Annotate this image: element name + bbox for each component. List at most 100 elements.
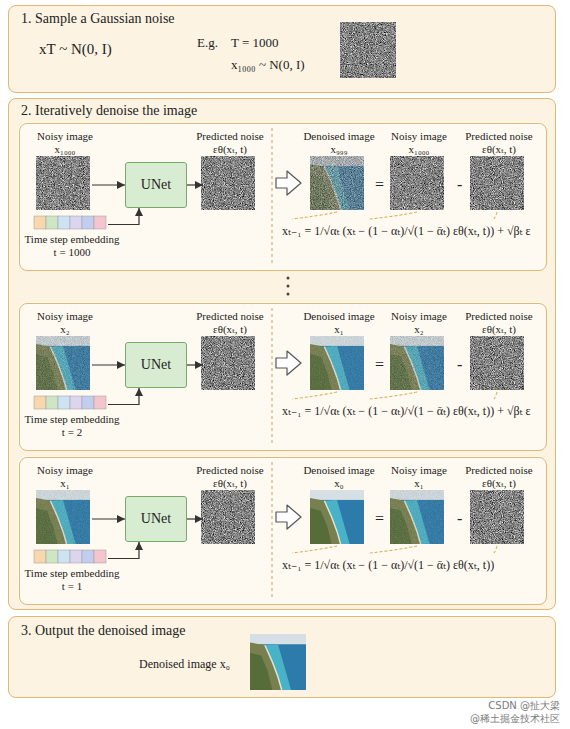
image-symbol: x₁₀₀₀ — [55, 143, 76, 156]
image-heading: Noisy image — [391, 130, 447, 143]
panel-title: 1. Sample a Gaussian noise — [21, 11, 175, 28]
operator-sign: - — [457, 175, 462, 194]
flow-arrow — [108, 388, 139, 405]
operator-sign: = — [375, 175, 384, 194]
step-images — [36, 336, 524, 390]
flow-arrow — [187, 364, 203, 365]
flow-arrow — [187, 518, 203, 519]
flow-arrow — [108, 208, 139, 225]
image-symbol: x₁ — [334, 323, 343, 336]
image-symbol: εθ(xₜ, t) — [213, 477, 247, 490]
formula-text: xT ~ N(0, I) — [39, 40, 112, 58]
image-symbol: x₁ — [60, 477, 69, 490]
predicted-noise-image: Predicted noiseεθ(xₜ, t) — [203, 492, 257, 546]
panel-fill — [8, 5, 556, 93]
image-heading: Noisy image — [37, 130, 93, 143]
noisy-image: Noisy imagex₂ — [38, 338, 92, 392]
image-heading: Noisy image — [37, 310, 93, 323]
time-step-value: t = 1000 — [54, 246, 91, 259]
image-symbol: x₂ — [414, 323, 423, 336]
embedding-label: Time step embedding — [25, 413, 120, 426]
watermark: CSDN @扯大梁 — [488, 700, 560, 712]
image-symbol: x₂ — [60, 323, 69, 336]
panel-title: 2. Iteratively denoise the image — [21, 103, 197, 120]
sub-panel-art — [18, 456, 546, 604]
panel-title: 3. Output the denoised image — [21, 623, 185, 640]
image-heading: Denoised image — [303, 310, 374, 323]
step-images — [36, 156, 524, 210]
image-caption: Denoised image x₀ — [139, 657, 230, 671]
image-heading: Predicted noise — [196, 310, 264, 323]
time-step-value: t = 2 — [62, 426, 82, 439]
step-panel: 3. Output the denoised imageDenoised ima… — [8, 616, 556, 698]
denoise-step-panel: =-xₜ₋₁ = 1/√αₜ (xₜ − (1 − αₜ)/√(1 − ᾱₜ) … — [19, 303, 547, 451]
operator-sign: - — [457, 509, 462, 528]
image-symbol: εθ(xₜ, t) — [482, 477, 516, 490]
step-panel: 2. Iteratively denoise the image = - xₜ₋₁ =… — [8, 98, 556, 610]
noisy-image: Noisy imagex₂ — [392, 338, 446, 392]
unet-box: UNet — [125, 342, 187, 388]
example-text: T = 1000 — [231, 35, 279, 51]
image-heading: Noisy image — [391, 310, 447, 323]
noisy-image: Noisy imagex₁₀₀₀ — [38, 158, 92, 212]
formula-text: x₁₀₀₀ ~ N(0, I) — [231, 57, 305, 73]
predicted-noise-image: Predicted noiseεθ(xₜ, t) — [472, 492, 526, 546]
sub-panel-art — [18, 122, 546, 270]
unet-label: UNet — [141, 511, 171, 528]
image-heading: Denoised image — [303, 130, 374, 143]
noisy-image: Noisy imagex₁ — [392, 492, 446, 546]
denoise-step-panel: = - xₜ₋₁ = 1/√αₜ (xₜ − (1 − αₜ)/√(1 − ᾱₜ) … — [19, 123, 547, 271]
denoised-image: Denoised imagex₀ — [312, 492, 366, 546]
flow-arrow — [92, 518, 125, 519]
unet-box: UNet — [125, 162, 187, 208]
noisy-image: Noisy imagex₁ — [38, 492, 92, 546]
flow-arrow — [92, 184, 125, 185]
update-formula: xₜ₋₁ = 1/√αₜ (xₜ − (1 − αₜ)/√(1 − ᾱₜ) εθ… — [282, 558, 540, 573]
image-symbol: x₀ — [334, 477, 343, 490]
watermark: @稀土掘金技术社区 — [470, 713, 560, 725]
image-symbol: εθ(xₜ, t) — [213, 143, 247, 156]
noisy-image: Noisy imagex₁₀₀₀ — [392, 158, 446, 212]
noise-image — [340, 22, 396, 78]
image-heading: Noisy image — [391, 464, 447, 477]
image-heading: Noisy image — [37, 464, 93, 477]
example-text: E.g. — [197, 35, 218, 51]
unet-label: UNet — [141, 357, 171, 374]
unet-label: UNet — [141, 177, 171, 194]
image-heading: Predicted noise — [465, 310, 533, 323]
operator-sign: = — [375, 355, 384, 374]
denoise-step-panel: = - xₜ₋₁ = 1/√αₜ (xₜ − (1 − αₜ)/√(1 − ᾱₜ) … — [19, 457, 547, 605]
image-symbol: εθ(xₜ, t) — [482, 143, 516, 156]
image-heading: Predicted noise — [465, 464, 533, 477]
time-embedding: Time step embeddingt = 2 — [36, 398, 108, 411]
ellipsis-dots — [287, 277, 290, 296]
image-heading: Predicted noise — [196, 464, 264, 477]
step-panel: 1. Sample a Gaussian noise xT ~ N(0, I) E.… — [8, 5, 556, 93]
embedding-label: Time step embedding — [25, 233, 120, 246]
image-symbol: εθ(xₜ, t) — [482, 323, 516, 336]
image-heading: Predicted noise — [196, 130, 264, 143]
image-symbol: x₁₀₀₀ — [409, 143, 430, 156]
predicted-noise-image: Predicted noiseεθ(xₜ, t) — [203, 158, 257, 212]
image-heading: Predicted noise — [465, 130, 533, 143]
sub-panel-art — [18, 302, 546, 450]
predicted-noise-image: Predicted noiseεθ(xₜ, t) — [203, 338, 257, 392]
panel-fill — [8, 616, 556, 698]
panel-fill — [8, 98, 556, 610]
image-symbol: x₁ — [414, 477, 423, 490]
unet-box: UNet — [125, 496, 187, 542]
time-step-value: t = 1 — [62, 580, 82, 593]
flow-arrow — [108, 542, 139, 559]
update-formula: xₜ₋₁ = 1/√αₜ (xₜ − (1 − αₜ)/√(1 − ᾱₜ) εθ… — [282, 224, 540, 239]
denoised-image: Denoised imagex₉₉₉ — [312, 158, 366, 212]
image-symbol: x₉₉₉ — [330, 143, 347, 156]
output-image — [250, 634, 306, 690]
operator-sign: = — [375, 509, 384, 528]
embedding-label: Time step embedding — [25, 567, 120, 580]
time-embedding: Time step embeddingt = 1000 — [36, 218, 108, 231]
time-embedding: Time step embeddingt = 1 — [36, 552, 108, 565]
image-heading: Denoised image — [303, 464, 374, 477]
predicted-noise-image: Predicted noiseεθ(xₜ, t) — [472, 338, 526, 392]
operator-sign: - — [457, 355, 462, 374]
